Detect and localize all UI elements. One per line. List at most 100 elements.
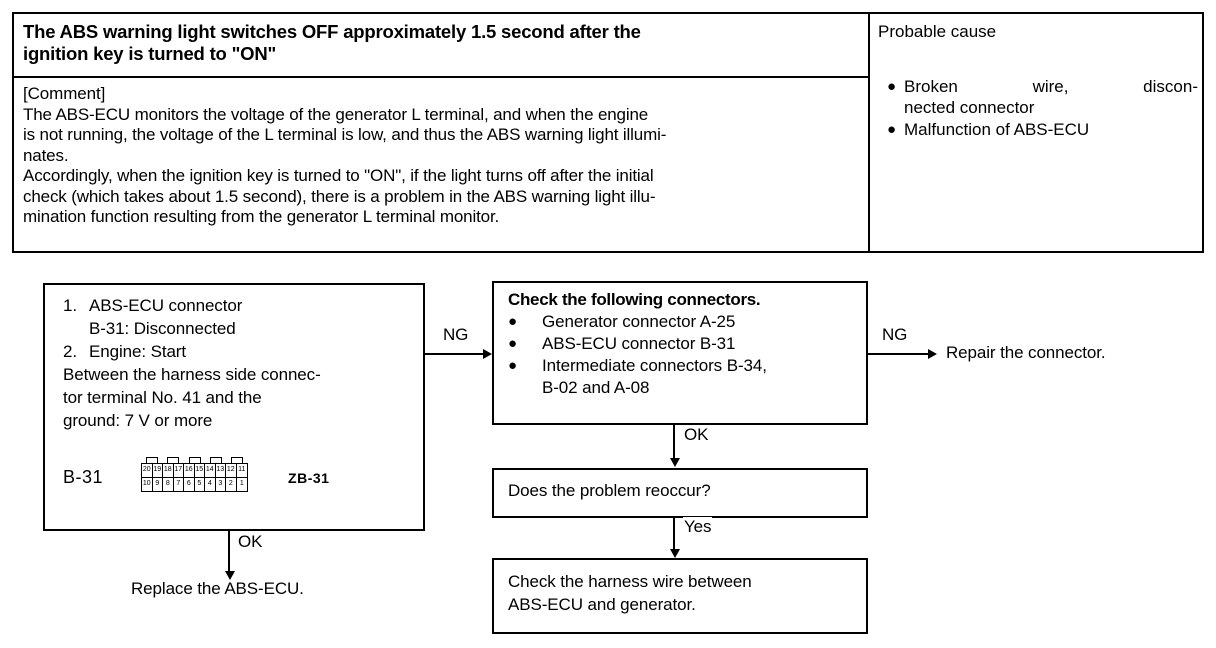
connector-pinout-diagram: B-31 20 19 18 17 16 15 14 13 xyxy=(63,457,330,492)
step-2-text: Engine: Start xyxy=(89,342,186,361)
cause-item-0-line-2: nected connector xyxy=(904,98,1035,117)
comment-p2-line-1: Accordingly, when the ignition key is tu… xyxy=(23,166,654,185)
check-connectors-text: Check the following connectors. ● Genera… xyxy=(494,283,866,399)
connector-measure-to-check xyxy=(425,353,483,355)
check-item-2-line-2: B-02 and A-08 xyxy=(542,378,650,397)
list-item: ● Intermediate connectors B-34, xyxy=(508,355,866,377)
connector-name-label: B-31 xyxy=(63,467,104,487)
connector-reoccur-to-harness xyxy=(673,518,675,550)
edge-label-ok-check: OK xyxy=(683,425,710,445)
pin-cell: 6 xyxy=(184,478,195,491)
comment-tag: [Comment] xyxy=(23,84,106,103)
step-1-number: 1. xyxy=(63,296,77,315)
check-item-0-line-1: Generator connector A-25 xyxy=(542,312,736,331)
pin-cell: 5 xyxy=(195,478,206,491)
pin-cell: 20 xyxy=(142,464,153,477)
arrow-down-icon xyxy=(225,571,235,580)
comment-paragraph-2: Accordingly, when the ignition key is tu… xyxy=(23,166,860,228)
measure-step-2: 2. Engine: Start xyxy=(63,340,423,363)
bullet-icon: ● xyxy=(508,313,517,330)
edge-label-ng-right: NG xyxy=(881,325,909,345)
comment-block: [Comment] The ABS-ECU monitors the volta… xyxy=(14,80,868,228)
connector-check-to-reoccur xyxy=(673,425,675,459)
comment-p1-line-3: nates. xyxy=(23,145,69,165)
connector-tab xyxy=(145,457,158,463)
symptom-cell: The ABS warning light switches OFF appro… xyxy=(14,14,870,251)
check-item-1-line-1: ABS-ECU connector B-31 xyxy=(542,334,736,353)
measure-detail-line-1: Between the harness side connec- xyxy=(63,365,321,384)
reoccur-question-text: Does the problem reoccur? xyxy=(508,481,711,500)
connector-tab xyxy=(188,457,201,463)
list-item: ● ABS-ECU connector B-31 xyxy=(508,333,866,355)
cause-item-0-line-1: Broken wire, discon- xyxy=(904,77,1198,96)
step-1-subtext: B-31: Disconnected xyxy=(89,319,236,338)
measure-detail-line-2: tor terminal No. 41 and the xyxy=(63,388,262,407)
probable-cause-cell: Probable cause ● Broken wire, discon- ne… xyxy=(870,14,1202,251)
measure-step-box: 1. ABS-ECU connector B-31: Disconnected … xyxy=(43,283,425,531)
harness-line-1: Check the harness wire between xyxy=(508,572,752,591)
harness-check-text: Check the harness wire between ABS-ECU a… xyxy=(494,560,866,616)
connector-tab xyxy=(209,457,222,463)
measure-detail-line-3: ground: 7 V or more xyxy=(63,411,213,430)
bullet-icon: ● xyxy=(887,78,897,95)
connector-tabs xyxy=(141,457,248,463)
connector-pin-row-top: 20 19 18 17 16 15 14 13 12 11 xyxy=(141,463,249,477)
pin-cell: 14 xyxy=(205,464,216,477)
symptom-title: The ABS warning light switches OFF appro… xyxy=(14,14,868,65)
harness-check-box: Check the harness wire between ABS-ECU a… xyxy=(492,558,868,634)
edge-label-ok-measure: OK xyxy=(237,532,264,552)
terminal-replace-ecu: Replace the ABS-ECU. xyxy=(131,579,304,598)
pin-cell: 13 xyxy=(216,464,227,477)
comment-p2-line-3: mination function resulting from the gen… xyxy=(23,207,500,226)
step-2-number: 2. xyxy=(63,342,77,361)
probable-cause-item-text: Malfunction of ABS-ECU xyxy=(904,119,1198,140)
harness-line-2: ABS-ECU and generator. xyxy=(508,595,696,614)
pin-cell: 10 xyxy=(142,478,153,491)
pin-cell: 16 xyxy=(184,464,195,477)
connector-tab xyxy=(231,457,244,463)
check-connectors-heading: Check the following connectors. xyxy=(508,290,761,309)
pin-cell: 2 xyxy=(226,478,237,491)
symptom-divider xyxy=(14,76,868,78)
check-connectors-box: Check the following connectors. ● Genera… xyxy=(492,281,868,425)
comment-paragraph-1: The ABS-ECU monitors the voltage of the … xyxy=(23,105,860,167)
pin-cell: 7 xyxy=(174,478,185,491)
bullet-icon: ● xyxy=(887,121,897,138)
pin-cell: 8 xyxy=(163,478,174,491)
comment-p2-line-2: check (which takes about 1.5 second), th… xyxy=(23,186,656,206)
list-item: ● Broken wire, discon- nected connector xyxy=(878,76,1198,118)
pin-cell: 4 xyxy=(205,478,216,491)
edge-label-ng-left: NG xyxy=(442,325,470,345)
probable-cause-header: Probable cause xyxy=(878,22,997,41)
bullet-icon: ● xyxy=(508,357,517,374)
connector-pin-row-bottom: 10 9 8 7 6 5 4 3 2 1 xyxy=(141,477,249,492)
check-item-2-line-1: Intermediate connectors B-34, xyxy=(542,356,767,375)
connector-measure-to-replace xyxy=(228,531,230,573)
terminal-repair-connector: Repair the connector. xyxy=(946,343,1106,362)
connector-check-to-repair xyxy=(868,353,930,355)
pin-cell: 11 xyxy=(238,466,246,473)
arrow-right-icon xyxy=(928,349,937,359)
cause-item-1-line-1: Malfunction of ABS-ECU xyxy=(904,120,1090,139)
diagnostic-flowchart: 1. ABS-ECU connector B-31: Disconnected … xyxy=(0,253,1216,648)
symptom-title-line-2: ignition key is turned to "ON" xyxy=(23,43,277,64)
pin-cell: 1 xyxy=(239,480,244,487)
pin-cell: 9 xyxy=(153,478,164,491)
connector-code-label: ZB-31 xyxy=(288,469,330,486)
arrow-down-icon xyxy=(670,458,680,467)
list-item: ● Generator connector A-25 xyxy=(508,311,866,333)
connector-tab xyxy=(167,457,180,463)
arrow-down-icon xyxy=(670,549,680,558)
comment-p1-line-2: is not running, the voltage of the L ter… xyxy=(23,125,667,144)
arrow-right-icon xyxy=(483,349,492,359)
comment-p1-line-1: The ABS-ECU monitors the voltage of the … xyxy=(23,104,649,124)
connector-pin-grid: 20 19 18 17 16 15 14 13 12 11 10 9 8 7 6 xyxy=(141,457,249,492)
measure-step-text: 1. ABS-ECU connector B-31: Disconnected … xyxy=(45,285,423,432)
probable-cause-list: ● Broken wire, discon- nected connector … xyxy=(878,76,1198,141)
pin-cell: 19 xyxy=(153,464,164,477)
pin-cell: 3 xyxy=(216,478,227,491)
pin-cell: 18 xyxy=(163,464,174,477)
probable-cause-item-text: Broken wire, discon- nected connector xyxy=(904,76,1198,118)
pin-cell: 15 xyxy=(195,464,206,477)
pin-cell: 17 xyxy=(174,464,185,477)
